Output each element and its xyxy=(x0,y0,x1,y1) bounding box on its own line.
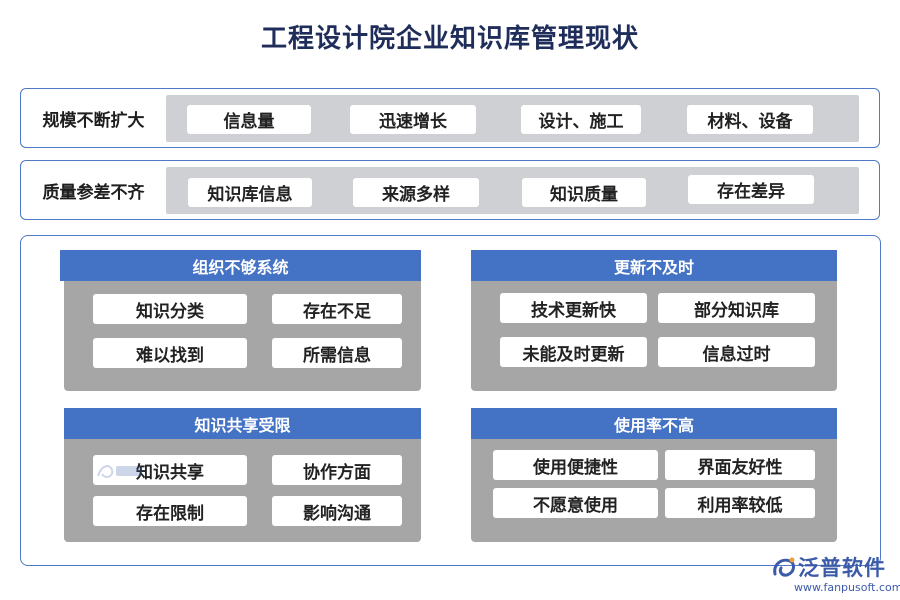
row-chip: 存在差异 xyxy=(688,175,814,204)
row-chip: 设计、施工 xyxy=(521,105,641,134)
row-chip: 迅速增长 xyxy=(350,105,476,134)
fanpu-logo-icon xyxy=(773,557,796,577)
quadrant-item: 影响沟通 xyxy=(272,496,402,526)
quadrant-header: 更新不及时 xyxy=(471,250,837,281)
row-chip: 知识质量 xyxy=(522,178,646,207)
brand-url: www.fanpusoft.com xyxy=(794,581,900,594)
quadrant-organization: 组织不够系统 知识分类 存在不足 难以找到 所需信息 xyxy=(60,250,421,391)
row-chip: 来源多样 xyxy=(353,178,479,207)
row-chip-bar: 信息量 迅速增长 设计、施工 材料、设备 xyxy=(166,95,859,142)
quadrant-item: 技术更新快 xyxy=(500,293,647,323)
quadrant-item: 难以找到 xyxy=(93,338,247,368)
quadrant-item: 利用率较低 xyxy=(665,488,815,518)
quadrant-item: 未能及时更新 xyxy=(500,337,647,367)
quadrant-header: 使用率不高 xyxy=(471,408,837,439)
row-chip-bar: 知识库信息 来源多样 知识质量 存在差异 xyxy=(166,167,859,214)
page-title: 工程设计院企业知识库管理现状 xyxy=(260,24,639,54)
quadrant-item: 不愿意使用 xyxy=(493,488,658,518)
brand-logo: 泛普软件 www.fanpusoft.com xyxy=(768,552,900,596)
row-panel-quality: 质量参差不齐 知识库信息 来源多样 知识质量 存在差异 xyxy=(20,160,880,220)
quadrant-body: 使用便捷性 界面友好性 不愿意使用 利用率较低 xyxy=(471,439,837,542)
quadrant-update: 更新不及时 技术更新快 部分知识库 未能及时更新 信息过时 xyxy=(471,250,837,391)
row-chip: 知识库信息 xyxy=(188,178,312,207)
quadrant-item: 知识共享 xyxy=(93,455,247,485)
row-panel-scale: 规模不断扩大 信息量 迅速增长 设计、施工 材料、设备 xyxy=(20,88,880,148)
quadrant-item: 协作方面 xyxy=(272,455,402,485)
quadrant-item: 使用便捷性 xyxy=(493,450,658,480)
row-label: 质量参差不齐 xyxy=(42,182,145,203)
quadrant-header: 知识共享受限 xyxy=(64,408,421,439)
row-chip: 信息量 xyxy=(187,105,311,134)
quadrant-body: 知识共享 协作方面 存在限制 影响沟通 xyxy=(64,439,421,542)
quadrant-body: 技术更新快 部分知识库 未能及时更新 信息过时 xyxy=(471,281,837,391)
watermark-logo-icon xyxy=(97,465,142,478)
row-chip: 材料、设备 xyxy=(687,105,813,134)
quadrant-sharing: 知识共享受限 知识共享 协作方面 存在限制 影响沟通 xyxy=(64,408,421,542)
row-label: 规模不断扩大 xyxy=(42,110,145,131)
quadrant-body: 知识分类 存在不足 难以找到 所需信息 xyxy=(64,281,421,391)
quadrant-item: 存在限制 xyxy=(93,496,247,526)
quadrant-header: 组织不够系统 xyxy=(60,250,421,281)
quadrant-usage: 使用率不高 使用便捷性 界面友好性 不愿意使用 利用率较低 xyxy=(471,408,837,542)
quadrant-item: 存在不足 xyxy=(272,294,402,324)
quadrant-item: 所需信息 xyxy=(272,338,402,368)
quadrant-item: 部分知识库 xyxy=(658,293,815,323)
quadrant-item: 界面友好性 xyxy=(665,450,815,480)
quadrant-item: 知识分类 xyxy=(93,294,247,324)
quadrant-item: 信息过时 xyxy=(658,337,815,367)
brand-name: 泛普软件 xyxy=(798,556,886,580)
